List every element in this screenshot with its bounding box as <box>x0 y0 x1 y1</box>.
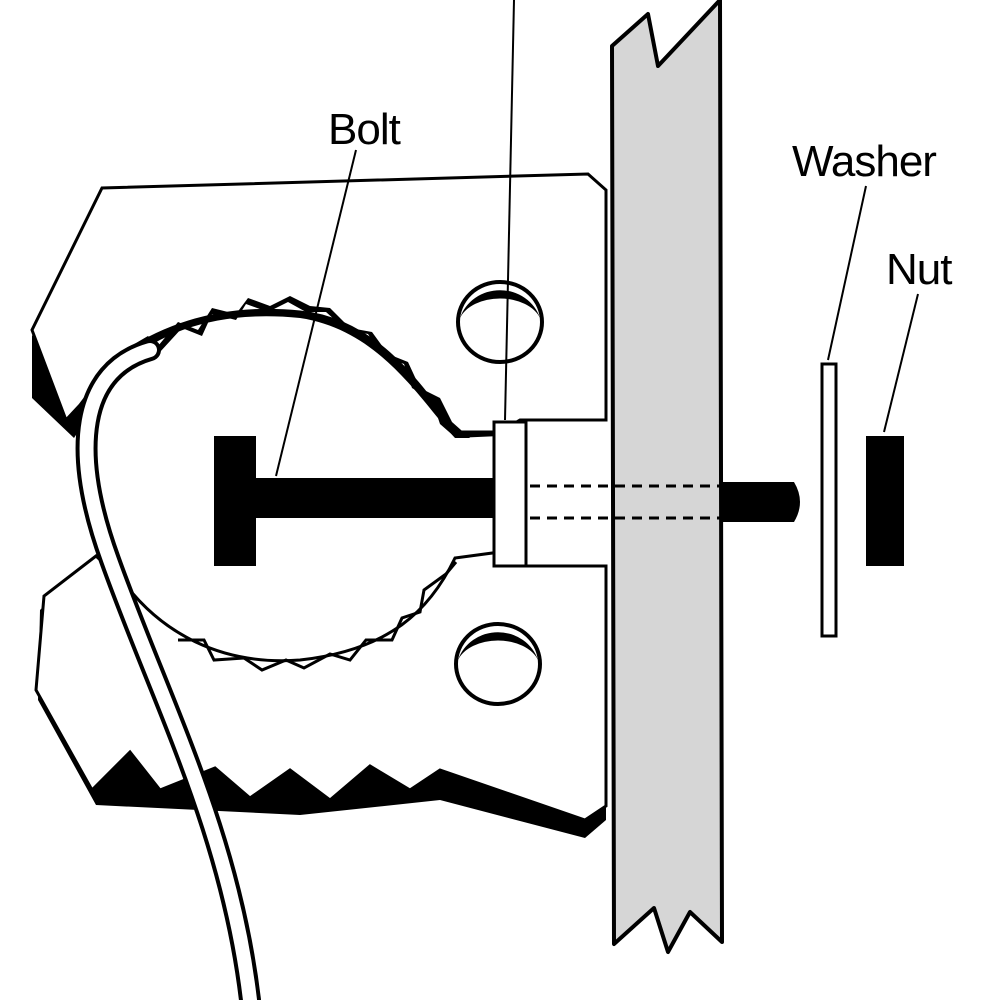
bolt-shank <box>254 478 494 518</box>
top-leader-line <box>504 0 515 421</box>
washer-leader-line <box>827 185 867 361</box>
clamp-hole-upper-shade <box>460 290 540 318</box>
jaw-lower-ridges <box>178 561 458 672</box>
washer <box>820 362 838 638</box>
bolt-leader-line <box>275 149 357 477</box>
bolt-collar <box>492 420 528 568</box>
bolt-tail <box>722 482 800 522</box>
nut-label: Nut <box>886 245 952 294</box>
washer-label: Washer <box>792 137 936 186</box>
bolt-label: Bolt <box>328 105 401 154</box>
clamp-hole-lower-shade <box>458 632 538 660</box>
nut-leader-line <box>883 293 919 433</box>
bolt-head <box>214 436 256 566</box>
nut <box>866 436 904 566</box>
mounting-panel <box>610 0 724 954</box>
cable-body <box>79 343 257 1000</box>
